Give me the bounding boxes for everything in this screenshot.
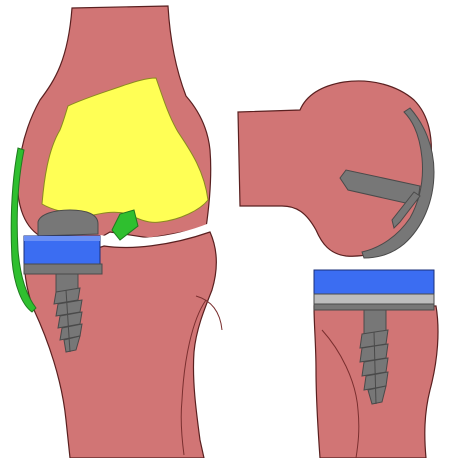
poly-insert-side (314, 270, 434, 294)
tibial-tray-side (314, 294, 434, 304)
tibial-tray-side-base (314, 304, 434, 310)
femoral-component-front (38, 210, 98, 236)
poly-insert-front-highlight (24, 236, 100, 241)
tibial-tray-front (24, 264, 102, 274)
